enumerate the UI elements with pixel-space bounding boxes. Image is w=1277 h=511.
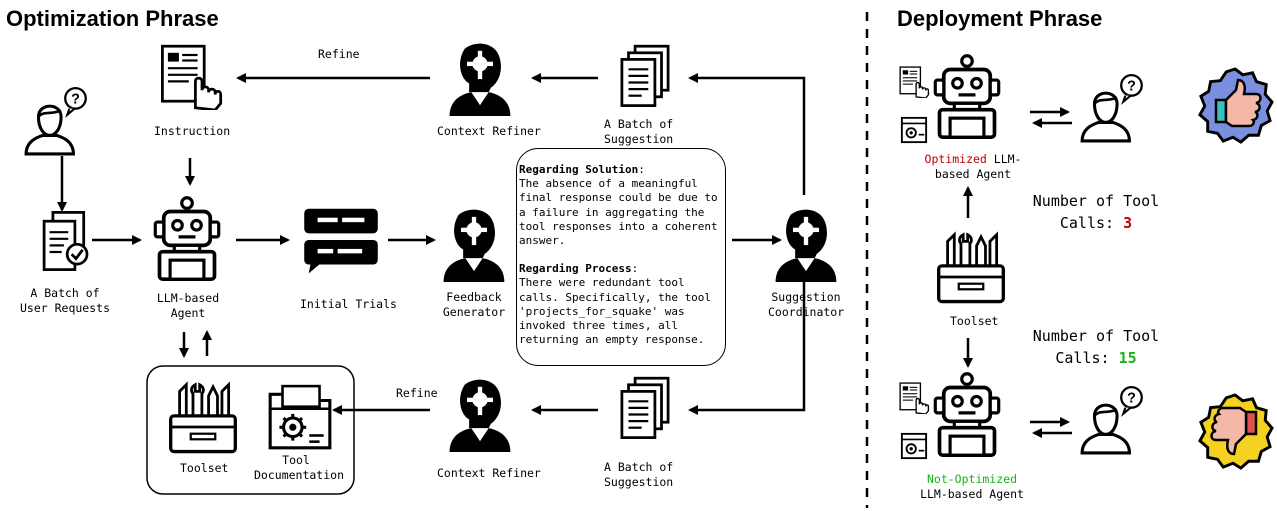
feedback-generator-label: Feedback Generator <box>436 290 512 320</box>
batch-suggestion-label-bottom: A Batch of Suggestion <box>604 460 673 490</box>
suggestion-coordinator-line2: Coordinator <box>768 305 845 319</box>
suggestion-coordinator-line1: Suggestion <box>771 290 841 304</box>
toolset-icon <box>169 383 237 454</box>
user-icon <box>24 86 88 156</box>
optimized-word: Optimized <box>924 152 987 166</box>
batch-suggestion-label-top: A Batch of Suggestion <box>604 117 673 147</box>
user-icon-bottom <box>1080 385 1144 455</box>
toolset-label: Toolset <box>180 461 229 475</box>
batch-suggestion-top-line1: A Batch of <box>604 117 674 131</box>
batch-suggestion-bottom-line2: Suggestion <box>604 475 674 489</box>
thumbs-up-badge-icon <box>1198 67 1274 144</box>
optimized-agent-label: Optimized LLM- based Agent <box>918 152 1028 182</box>
instruction-icon-small-bottom <box>899 382 930 414</box>
suggestion-docs-icon-top <box>620 44 670 108</box>
instruction-label: Instruction <box>154 124 231 138</box>
suggestion-docs-icon-bottom <box>620 376 670 440</box>
feedback-generator-line2: Generator <box>442 305 506 319</box>
robot-icon-optimized <box>933 53 1001 140</box>
toolbox-icon-small-bottom <box>900 432 928 460</box>
llm-agent-line2: Agent <box>170 306 206 320</box>
tool-documentation-line1: Tool <box>282 453 310 467</box>
robot-icon-not-optimized <box>933 371 1001 458</box>
tool-calls-not-optimized-prefix: Calls: <box>1055 349 1119 367</box>
batch-suggestion-top-line2: Suggestion <box>604 132 674 146</box>
solution-body: The absence of a meaningful final respon… <box>519 177 718 248</box>
optimization-phase-title: Optimization Phrase <box>6 6 219 31</box>
solution-heading: Regarding Solution <box>519 163 639 176</box>
tool-calls-optimized-prefix: Calls: <box>1059 214 1124 232</box>
batch-suggestion-bottom-line1: A Batch of <box>604 460 674 474</box>
tool-documentation-icon <box>268 384 332 450</box>
context-refiner-icon-bottom <box>449 379 511 452</box>
user-icon-top <box>1080 73 1144 143</box>
context-refiner-label-top: Context Refiner <box>437 124 541 138</box>
optimized-suffix: LLM- <box>986 152 1022 166</box>
tool-calls-not-optimized-value: 15 <box>1118 349 1137 367</box>
tool-calls-optimized: Number of Tool Calls: 3 <box>1026 190 1166 234</box>
optimized-line2: based Agent <box>934 167 1012 181</box>
batch-user-requests-label: A Batch of User Requests <box>20 286 110 316</box>
not-optimized-word: Not-Optimized <box>926 472 1017 486</box>
batch-user-requests-line1: A Batch of <box>30 286 100 300</box>
refine-label-top: Refine <box>318 47 360 61</box>
tool-calls-not-optimized-line1: Number of Tool <box>1032 327 1160 345</box>
not-optimized-agent-label: Not-Optimized LLM-based Agent <box>912 472 1032 502</box>
instruction-icon-small-top <box>899 66 930 98</box>
context-refiner-icon-top <box>449 43 511 116</box>
instruction-icon <box>161 44 223 110</box>
initial-trials-label: Initial Trials <box>300 297 397 311</box>
process-heading: Regarding Process <box>519 262 632 276</box>
deployment-phase-title: Deployment Phrase <box>897 6 1103 31</box>
context-refiner-label-bottom: Context Refiner <box>437 466 541 480</box>
toolbox-icon-small-top <box>900 116 928 144</box>
llm-agent-line1: LLM-based <box>156 291 220 305</box>
chat-icon-trials <box>304 208 378 274</box>
refine-label-bottom: Refine <box>396 386 438 400</box>
not-optimized-line2: LLM-based Agent <box>920 487 1024 501</box>
tool-calls-not-optimized: Number of Tool Calls: 15 <box>1026 325 1166 369</box>
llm-agent-label: LLM-based Agent <box>148 291 228 321</box>
toolset-deploy-label: Toolset <box>950 314 999 328</box>
suggestion-text-box: Regarding Solution:The absence of a mean… <box>516 148 726 366</box>
process-body: There were redundant tool calls. Specifi… <box>519 276 712 347</box>
robot-icon-agent <box>153 196 221 282</box>
feedback-generator-icon <box>443 209 505 282</box>
tool-calls-optimized-line1: Number of Tool <box>1032 192 1160 210</box>
batch-user-requests-line2: User Requests <box>20 301 111 315</box>
tool-calls-optimized-value: 3 <box>1123 214 1133 232</box>
suggestion-coordinator-label: Suggestion Coordinator <box>768 290 844 320</box>
thumbs-down-badge-icon <box>1198 393 1274 470</box>
tool-documentation-line2: Documentation <box>254 468 345 482</box>
suggestion-coordinator-icon <box>775 209 837 282</box>
feedback-generator-line1: Feedback <box>446 290 502 304</box>
user-requests-icon <box>42 210 89 272</box>
toolset-icon-deploy <box>937 233 1005 304</box>
tool-documentation-label: Tool Documentation <box>254 453 345 483</box>
